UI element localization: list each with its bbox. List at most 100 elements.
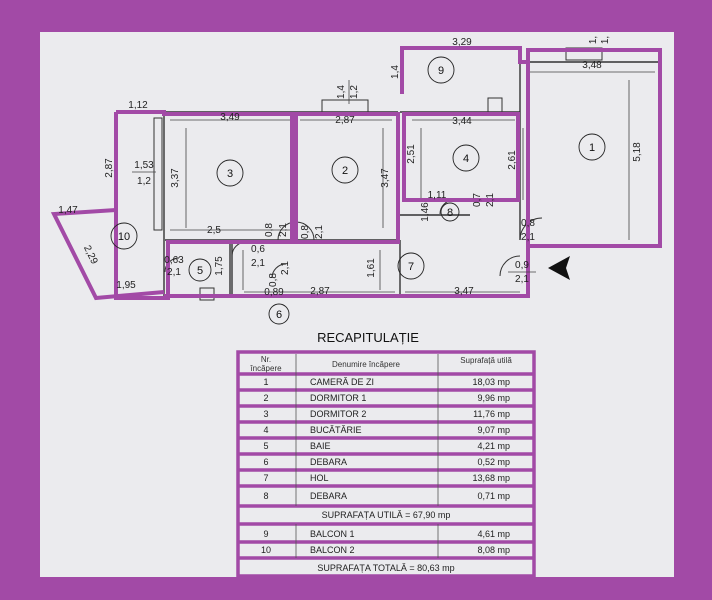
dim-door-2-width: 0,8 bbox=[300, 225, 311, 239]
dim-room1-length: 5,18 bbox=[632, 142, 643, 162]
row-nr: 9 bbox=[263, 529, 268, 539]
room-1-label: 1 bbox=[589, 142, 595, 154]
summary-row-8: 8 DEBARA 0,71 mp bbox=[263, 491, 510, 501]
room-6-label: 6 bbox=[276, 309, 282, 321]
row-name: DORMITOR 2 bbox=[310, 409, 366, 419]
summary-title: RECAPITULAȚIE bbox=[317, 330, 419, 345]
row-area: 0,52 mp bbox=[477, 457, 510, 467]
dim-door-1-height: 2,1 bbox=[521, 232, 535, 243]
dim-door-2-height: 2,1 bbox=[314, 225, 325, 239]
summary-row-3: 3 DORMITOR 2 11,76 mp bbox=[263, 409, 510, 419]
dim-room8-door-height: 2,1 bbox=[485, 193, 496, 207]
room-1-outline bbox=[526, 48, 662, 248]
dim-room8-width: 1,11 bbox=[428, 190, 447, 201]
row-area: 13,68 mp bbox=[472, 473, 510, 483]
dim-room3-length: 3,37 bbox=[170, 168, 181, 188]
room-7-outline bbox=[164, 246, 530, 298]
summary-row-5: 5 BAIE 4,21 mp bbox=[263, 441, 510, 451]
row-name: BUCĂTĂRIE bbox=[310, 425, 362, 435]
dim-window-3-width: 1,53 bbox=[134, 160, 154, 171]
header-area: Suprafață utilă bbox=[460, 356, 512, 365]
dim-door-5-width: 0,6 bbox=[251, 244, 265, 255]
dim-window-3-height: 1,2 bbox=[137, 176, 151, 187]
dim-window-2-height: 1,2 bbox=[349, 85, 360, 99]
dim-room7-hall-a: 2,87 bbox=[310, 286, 330, 297]
room-9-outline bbox=[400, 46, 528, 94]
dim-door-5-height: 2,1 bbox=[251, 258, 265, 269]
dim-window-2-width: 1,4 bbox=[336, 85, 347, 99]
summary-row-10: 10 BALCON 2 8,08 mp bbox=[261, 545, 510, 555]
room-3-label: 3 bbox=[227, 168, 233, 180]
dim-window-1-height: 1, bbox=[600, 36, 611, 44]
dim-room5-length: 1,75 bbox=[214, 256, 225, 276]
dim-door-3-height: 2,1 bbox=[278, 223, 289, 237]
dim-entrance-height: 2,1 bbox=[515, 274, 529, 285]
room-4-label: 4 bbox=[463, 153, 469, 165]
room-7-label: 7 bbox=[408, 261, 414, 273]
dim-room9-depth: 1,4 bbox=[390, 65, 401, 79]
row-area: 18,03 mp bbox=[472, 377, 510, 387]
row-nr: 4 bbox=[263, 425, 268, 435]
dim-room2-width: 2,87 bbox=[335, 115, 355, 126]
summary-row-2: 2 DORMITOR 1 9,96 mp bbox=[263, 393, 510, 403]
dim-room2-length: 3,47 bbox=[380, 168, 391, 188]
row-name: BAIE bbox=[310, 441, 331, 451]
row-name: BALCON 2 bbox=[310, 545, 355, 555]
row-nr: 6 bbox=[263, 457, 268, 467]
summary-table-border bbox=[236, 350, 536, 578]
dim-room10-bottom: 1,95 bbox=[116, 280, 136, 291]
room-2-label: 2 bbox=[342, 165, 348, 177]
row-name: DEBARA bbox=[310, 491, 347, 501]
row-nr: 7 bbox=[263, 473, 268, 483]
summary-row-7: 7 HOL 13,68 mp bbox=[263, 473, 510, 483]
room-4-outline bbox=[402, 112, 520, 202]
dim-room9-width: 3,29 bbox=[452, 37, 472, 48]
header-nr-line2: încăpere bbox=[249, 364, 282, 373]
useful-area-total: SUPRAFAȚA UTILĂ = 67,90 mp bbox=[322, 510, 451, 520]
dim-room6-door-width: 0,8 bbox=[268, 273, 279, 287]
room-10-label: 10 bbox=[118, 231, 130, 243]
room-9-label: 9 bbox=[438, 65, 444, 77]
summary-row-6: 6 DEBARA 0,52 mp bbox=[263, 457, 510, 467]
room-2-outline bbox=[294, 112, 400, 244]
row-name: DORMITOR 1 bbox=[310, 393, 366, 403]
dim-door-3-width: 0,8 bbox=[264, 223, 275, 237]
dim-door-1-width: 0,8 bbox=[521, 218, 535, 229]
dim-room7-height: 1,61 bbox=[366, 258, 377, 278]
row-nr: 3 bbox=[263, 409, 268, 419]
header-name: Denumire încăpere bbox=[332, 360, 401, 369]
row-nr: 8 bbox=[263, 491, 268, 501]
dim-room8-length: 1,46 bbox=[420, 202, 431, 222]
dim-room8-door-width: 0,7 bbox=[472, 193, 483, 207]
dim-room10-diagonal: 2,29 bbox=[81, 244, 100, 267]
dim-room4-right: 2,61 bbox=[507, 150, 518, 170]
dim-room10-top: 1,47 bbox=[58, 205, 78, 216]
summary-row-1: 1 CAMERĂ DE ZI 18,03 mp bbox=[263, 377, 510, 387]
dim-room3-width: 3,49 bbox=[220, 112, 240, 123]
row-nr: 2 bbox=[263, 393, 268, 403]
room-10-outline bbox=[50, 208, 165, 301]
entrance-arrow-icon bbox=[548, 256, 570, 280]
row-area: 8,08 mp bbox=[477, 545, 510, 555]
summary-row-4: 4 BUCĂTĂRIE 9,07 mp bbox=[263, 425, 510, 435]
room-5-label: 5 bbox=[197, 265, 203, 277]
dim-room6-width: 0,89 bbox=[264, 287, 284, 298]
row-name: DEBARA bbox=[310, 457, 347, 467]
row-name: CAMERĂ DE ZI bbox=[310, 377, 374, 387]
dim-top-left-stub: 1,12 bbox=[128, 100, 148, 111]
dim-entrance-width: 0,9 bbox=[515, 260, 529, 271]
row-area: 9,07 mp bbox=[477, 425, 510, 435]
row-area: 4,21 mp bbox=[477, 441, 510, 451]
dim-room5-door-height: 2,1 bbox=[167, 267, 181, 278]
row-nr: 10 bbox=[261, 545, 271, 555]
row-name: BALCON 1 bbox=[310, 529, 355, 539]
row-area: 9,96 mp bbox=[477, 393, 510, 403]
row-area: 4,61 mp bbox=[477, 529, 510, 539]
dim-room1-width: 3,48 bbox=[582, 60, 602, 71]
dim-room4-left: 2,51 bbox=[406, 144, 417, 164]
room-3-outline bbox=[114, 110, 294, 300]
header-nr-line1: Nr. bbox=[261, 355, 271, 364]
dim-room4-width: 3,44 bbox=[452, 116, 472, 127]
dim-window-1-width: 1, bbox=[588, 36, 599, 44]
